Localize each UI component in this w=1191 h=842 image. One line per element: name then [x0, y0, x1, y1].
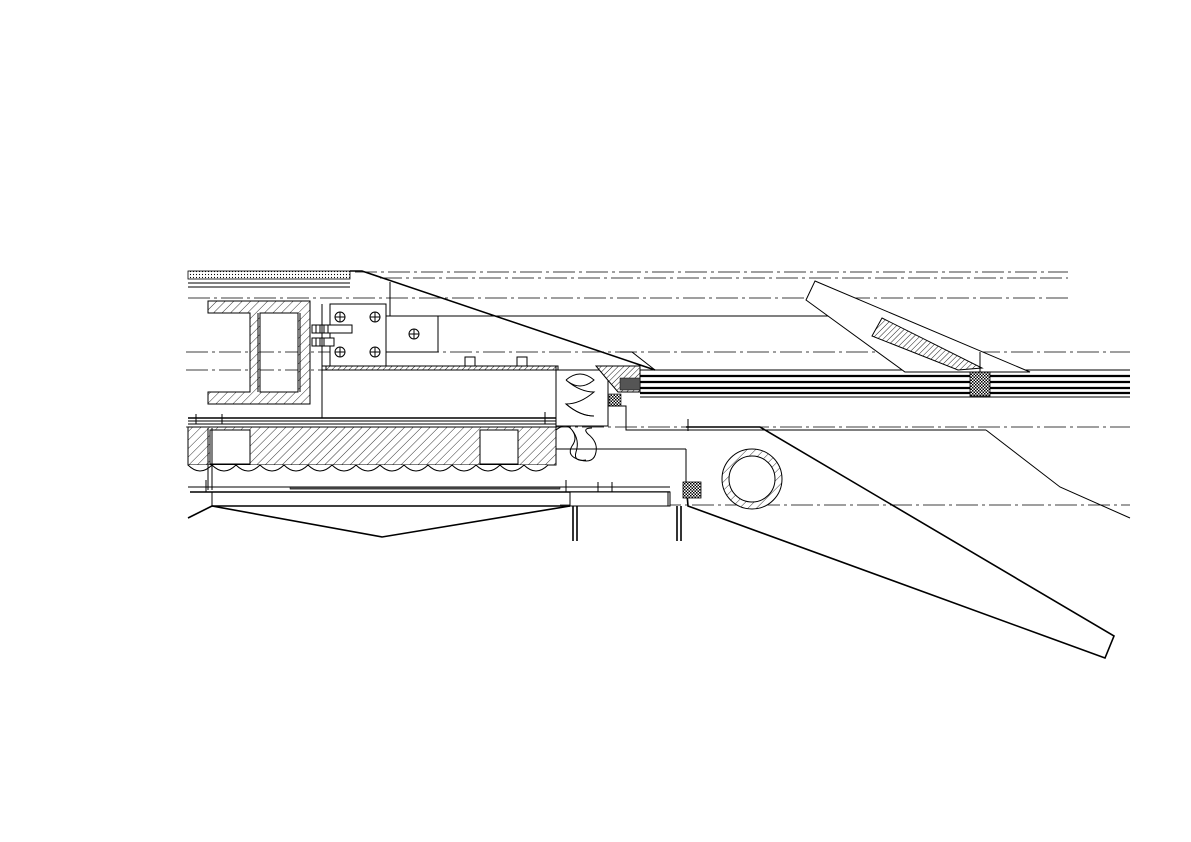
anchor-rod-icon: [311, 324, 353, 347]
rock-wool-insulation: [555, 369, 687, 482]
round-steel-tube: [721, 448, 783, 510]
small-bolt-icon: [464, 356, 528, 367]
bolted-bracket-plate: [311, 303, 439, 367]
suspended-soffit: [187, 486, 682, 541]
fixing-marks: [195, 412, 689, 492]
box-girder: [321, 356, 559, 428]
bolt-icon: [334, 311, 420, 358]
glazing-spacer-icon: [969, 371, 991, 397]
tapered-cantilever-fin: [682, 426, 1131, 660]
roof-membrane-layers: [187, 270, 351, 288]
ceiling-layers: [187, 417, 557, 490]
seal-gasket-icon: [682, 481, 702, 499]
glazing-panel: [640, 369, 1130, 398]
sloped-louver-blade: [805, 280, 1031, 373]
gutter-transition: [594, 351, 986, 431]
i-beam-section: [207, 300, 311, 405]
